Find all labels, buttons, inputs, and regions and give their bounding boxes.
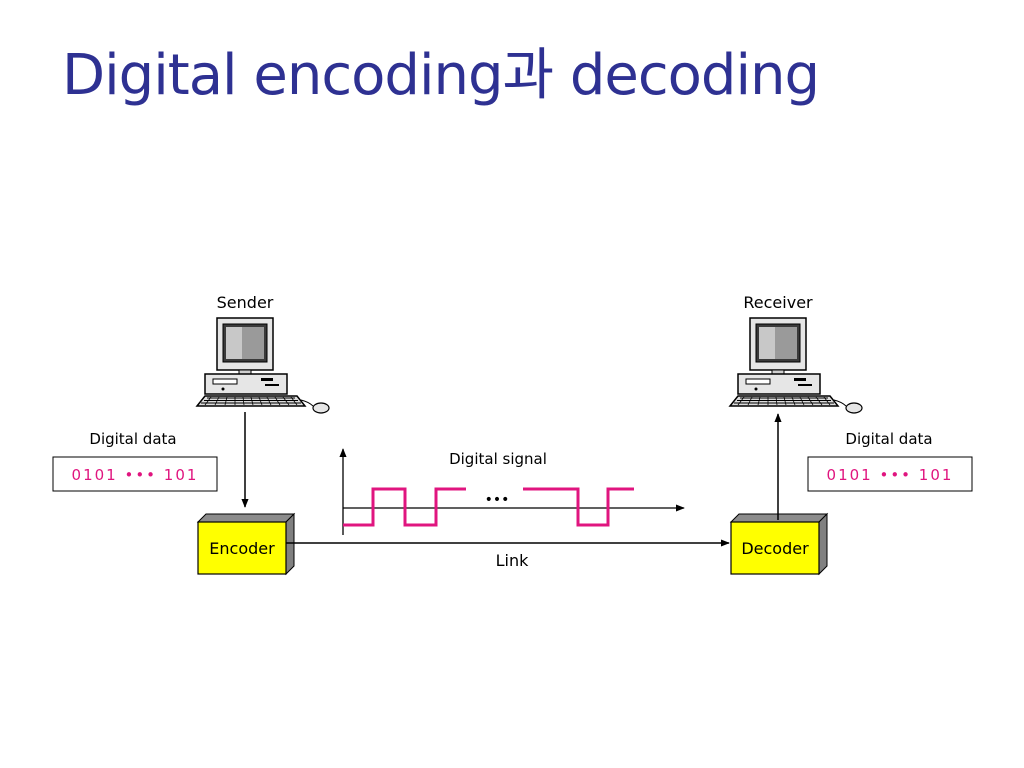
signal-waveform-end [523, 487, 634, 527]
sender-data-box [52, 456, 218, 492]
receiver-computer-icon [729, 317, 863, 414]
receiver-bits: 0101 ••• 101 [827, 466, 954, 484]
receiver-data-box [807, 456, 973, 492]
signal-ellipsis: ••• [485, 492, 510, 508]
sender-data-label: Digital data [89, 430, 176, 448]
sender-computer-icon [196, 317, 330, 414]
receiver-label: Receiver [743, 293, 813, 312]
receiver-data-label: Digital data [845, 430, 932, 448]
signal-label: Digital signal [449, 450, 547, 468]
sender-bits: 0101 ••• 101 [72, 466, 199, 484]
encoder-label: Encoder [209, 539, 275, 558]
sender-label: Sender [217, 293, 274, 312]
encoder-box [196, 512, 296, 576]
signal-waveform-start [343, 487, 466, 527]
decoder-box [729, 512, 829, 576]
link-label: Link [496, 551, 530, 570]
decoder-label: Decoder [741, 539, 809, 558]
slide-title: Digital encoding과 decoding [62, 43, 820, 108]
